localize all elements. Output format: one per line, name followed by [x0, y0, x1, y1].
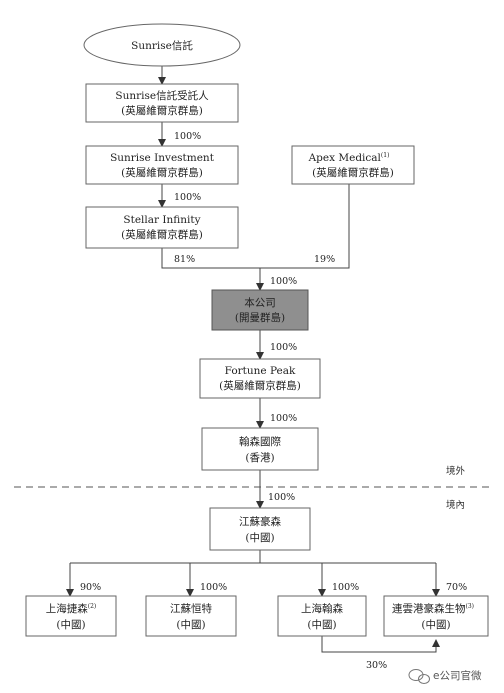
entity-jurisdiction: (開曼群島): [235, 311, 285, 324]
entity-jurisdiction: (中國): [176, 618, 205, 631]
watermark: e公司官微: [408, 669, 482, 684]
entity-jurisdiction: (中國): [421, 618, 450, 631]
entity-jurisdiction: (英屬維爾京群島): [121, 166, 203, 179]
entity-jurisdiction: (英屬維爾京群島): [121, 104, 203, 117]
arrow-hansen-to-lianyungang: [321, 636, 440, 653]
pct-trustee-to-investment: 100%: [174, 131, 201, 142]
entity-label: Sunrise信託受託人: [115, 89, 209, 102]
entity-jurisdiction: (英屬維爾京群島): [121, 228, 203, 241]
entity-label: 江蘇恒特: [170, 602, 212, 615]
entity-label: 連雲港豪森生物(3): [392, 602, 474, 615]
entity-trustee: Sunrise信託受託人 (英屬維爾京群島): [85, 83, 239, 123]
pct-fortune-to-hanlin: 100%: [270, 413, 297, 424]
entity-label: 上海捷森(2): [46, 602, 97, 615]
wechat-icon: [408, 669, 430, 684]
entity-label: Sunrise信託: [131, 39, 193, 52]
entity-sunrise-investment: Sunrise Investment (英屬維爾京群島): [85, 145, 239, 185]
entity-company: 本公司 (開曼群島): [211, 289, 309, 331]
region-onshore-label: 境內: [446, 499, 465, 511]
entity-label: Sunrise Investment: [110, 152, 215, 164]
entity-stellar-infinity: Stellar Infinity (英屬維爾京群島): [85, 206, 239, 249]
entity-fortune-peak: Fortune Peak (英屬維爾京群島): [199, 358, 321, 399]
entity-label: Apex Medical(1): [308, 152, 390, 164]
pct-to-jiesen: 90%: [80, 582, 101, 593]
entity-jurisdiction: (中國): [56, 618, 85, 631]
entity-hanlin-international: 翰森國際 (香港): [201, 427, 319, 471]
pct-investment-to-stellar: 100%: [174, 192, 201, 203]
pct-hanlin-to-jiangsu: 100%: [268, 492, 295, 503]
entity-label: 本公司: [244, 296, 276, 309]
pct-to-shanghai-hansen: 100%: [332, 582, 359, 593]
entity-lianyungang-haosen-bio: 連雲港豪森生物(3) (中國): [383, 595, 489, 637]
entity-label: 翰森國際: [239, 435, 281, 448]
entity-shanghai-jiesen: 上海捷森(2) (中國): [25, 595, 117, 637]
entity-label: Stellar Infinity: [123, 214, 200, 226]
entity-jiangsu-haosen: 江蘇豪森 (中國): [209, 507, 311, 551]
region-offshore-label: 境外: [446, 465, 466, 477]
entity-apex-medical: Apex Medical(1) (英屬維爾京群島): [291, 145, 415, 185]
pct-company-to-fortune: 100%: [270, 342, 297, 353]
entity-label: Fortune Peak: [225, 365, 296, 377]
line-stellar-to-junction: [161, 248, 260, 269]
entity-jiangsu-hengte: 江蘇恒特 (中國): [145, 595, 237, 637]
entity-jurisdiction: (中國): [245, 531, 274, 544]
entity-jurisdiction: (香港): [245, 452, 274, 464]
pct-stellar-to-company: 81%: [174, 254, 195, 265]
pct-to-lianyungang: 70%: [446, 582, 467, 593]
pct-to-hengte: 100%: [200, 582, 227, 593]
line-apex-to-junction: [260, 184, 350, 269]
entity-jurisdiction: (中國): [307, 618, 336, 631]
pct-into-company: 100%: [270, 276, 297, 287]
pct-apex-to-company: 19%: [314, 254, 335, 265]
entity-label: 上海翰森: [301, 602, 343, 615]
entity-jurisdiction: (英屬維爾京群島): [312, 166, 394, 179]
entity-jurisdiction: (英屬維爾京群島): [219, 379, 301, 392]
watermark-text: e公司官微: [433, 669, 482, 682]
entity-shanghai-hansen: 上海翰森 (中國): [277, 595, 367, 637]
pct-hansen-to-lianyungang: 30%: [366, 660, 387, 671]
entity-sunrise-trust: Sunrise信託: [83, 23, 241, 67]
entity-label: 江蘇豪森: [239, 515, 281, 528]
connectors: [66, 66, 440, 653]
